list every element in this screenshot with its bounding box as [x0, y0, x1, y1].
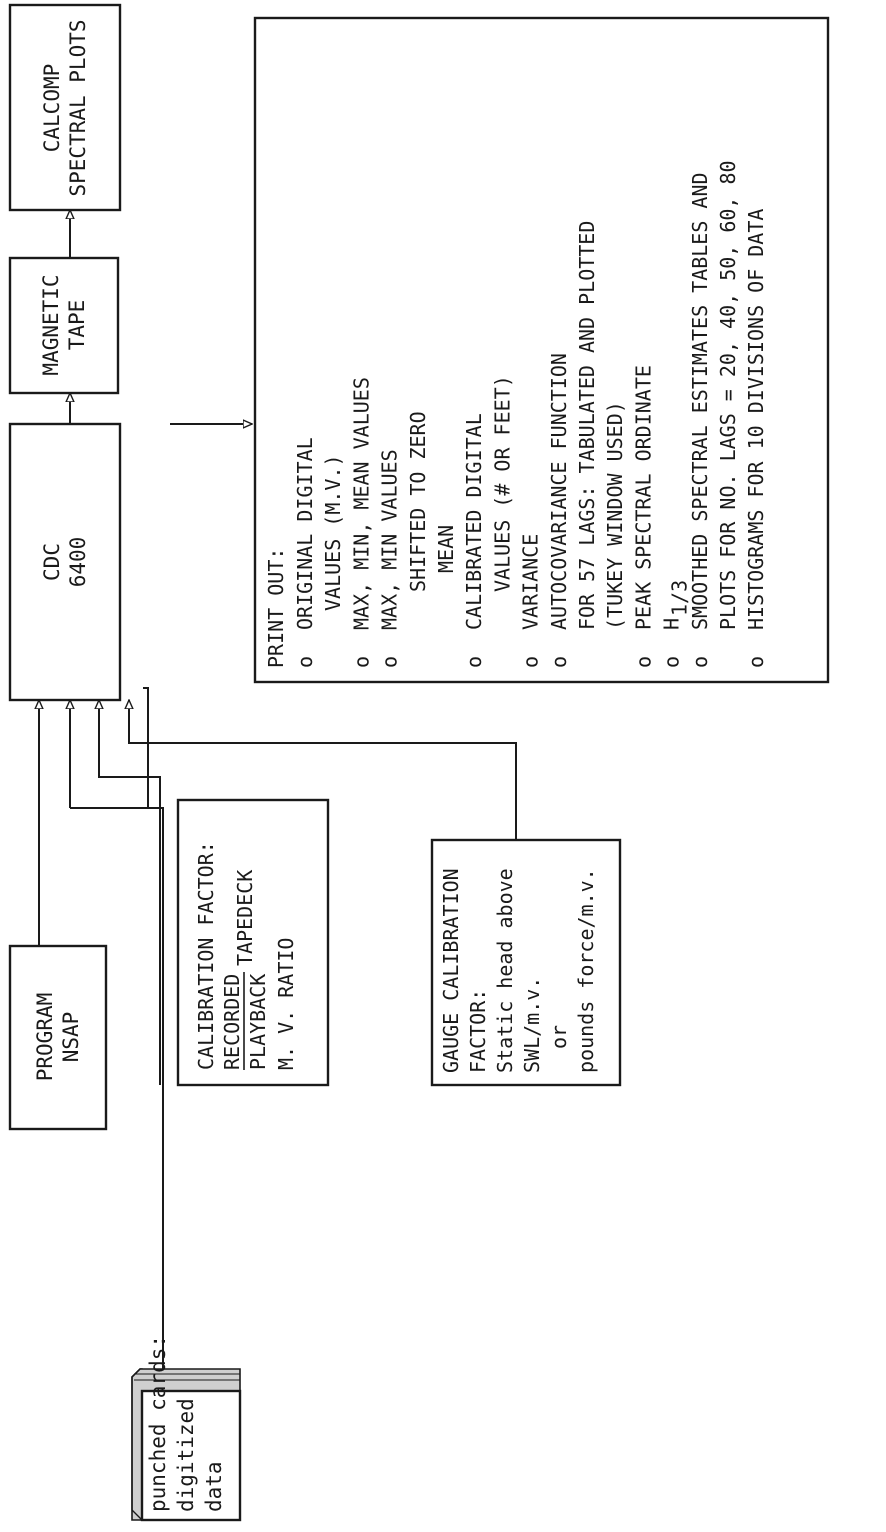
- print-out-bullet: o: [519, 656, 543, 668]
- calcomp-line-1: CALCOMP: [40, 64, 64, 153]
- calibration-line-1: CALIBRATION FACTOR:: [194, 841, 218, 1070]
- edge-calibration-to-cdc: [99, 700, 160, 1085]
- print-out-bullet: o: [293, 656, 317, 668]
- punched-cards-deck: punched cards: digitized data: [132, 1335, 240, 1520]
- gauge-line-6: pounds force/m.v.: [574, 868, 598, 1073]
- print-out-item: (TUKEY WINDOW USED): [603, 401, 627, 630]
- calibration-fraction-suffix: TAPEDECK: [233, 870, 257, 966]
- cdc-6400-box: CDC 6400: [10, 424, 120, 700]
- print-out-bullet: o: [378, 656, 402, 668]
- tape-line-1: MAGNETIC: [39, 274, 63, 375]
- program-line-1: PROGRAM: [33, 993, 57, 1082]
- magnetic-tape-box: MAGNETIC TAPE: [10, 258, 118, 393]
- print-out-item: ORIGINAL DIGITAL: [293, 437, 317, 630]
- print-out-bullet: o: [744, 656, 768, 668]
- calibration-factor-box: CALIBRATION FACTOR: RECORDED TAPEDECK PL…: [178, 800, 328, 1085]
- calibration-fraction-denominator: PLAYBACK: [246, 974, 270, 1070]
- gauge-line-3: Static head above: [493, 868, 517, 1073]
- punched-cards-line-2: digitized: [174, 1398, 198, 1512]
- gauge-line-1: GAUGE CALIBRATION: [439, 868, 463, 1073]
- print-out-item: VALUES (# OR FEET): [490, 375, 514, 592]
- print-out-bullet: o: [462, 656, 486, 668]
- cdc-line-1: CDC: [40, 543, 64, 581]
- print-out-bullet: o: [349, 656, 373, 668]
- print-out-item: HISTOGRAMS FOR 10 DIVISIONS OF DATA: [744, 209, 768, 630]
- print-out-bullet: o: [547, 656, 571, 668]
- punched-cards-line-1: punched cards:: [146, 1335, 170, 1512]
- print-out-item: AUTOCOVARIANCE FUNCTION: [547, 353, 571, 630]
- cdc-line-2: 6400: [66, 537, 90, 588]
- program-box: PROGRAM NSAP: [10, 946, 106, 1129]
- print-out-item: SMOOTHED SPECTRAL ESTIMATES TABLES AND: [688, 172, 712, 630]
- print-out-bullet: o: [631, 656, 655, 668]
- print-out-item: CALIBRATED DIGITAL: [462, 413, 486, 630]
- program-line-2: NSAP: [59, 1012, 83, 1063]
- gauge-line-4: SWL/m.v.: [520, 977, 544, 1073]
- print-out-item: MAX, MIN VALUES: [378, 449, 402, 630]
- print-out-item: MAX, MIN, MEAN VALUES: [349, 377, 373, 630]
- gauge-line-5: or: [547, 1025, 571, 1049]
- tape-line-2: TAPE: [65, 300, 89, 351]
- calibration-line-4: M. V. RATIO: [274, 938, 298, 1070]
- print-out-item: SHIFTED TO ZERO: [406, 411, 430, 592]
- gauge-line-2: FACTOR:: [466, 989, 490, 1073]
- print-out-item: H: [660, 618, 684, 630]
- gauge-calibration-box: GAUGE CALIBRATION FACTOR: Static head ab…: [432, 840, 620, 1085]
- print-out-item: PEAK SPECTRAL ORDINATE: [631, 365, 655, 630]
- punched-cards-line-3: data: [202, 1461, 226, 1512]
- print-out-item: PLOTS FOR NO. LAGS = 20, 40, 50, 60, 80: [716, 160, 740, 630]
- print-out-bullet: o: [660, 656, 684, 668]
- calcomp-rect: [10, 5, 120, 210]
- calibration-fraction-numerator: RECORDED: [220, 974, 244, 1070]
- print-out-item: MEAN: [434, 525, 458, 573]
- print-out-item: FOR 57 LAGS: TABULATED AND PLOTTED: [575, 221, 599, 630]
- print-out-bullet: o: [688, 656, 712, 668]
- print-out-title: PRINT OUT:: [264, 548, 288, 668]
- print-out-item: VALUES (M.V.): [321, 454, 345, 611]
- calcomp-line-2: SPECTRAL PLOTS: [66, 19, 90, 196]
- print-out-item: VARIANCE: [519, 534, 543, 630]
